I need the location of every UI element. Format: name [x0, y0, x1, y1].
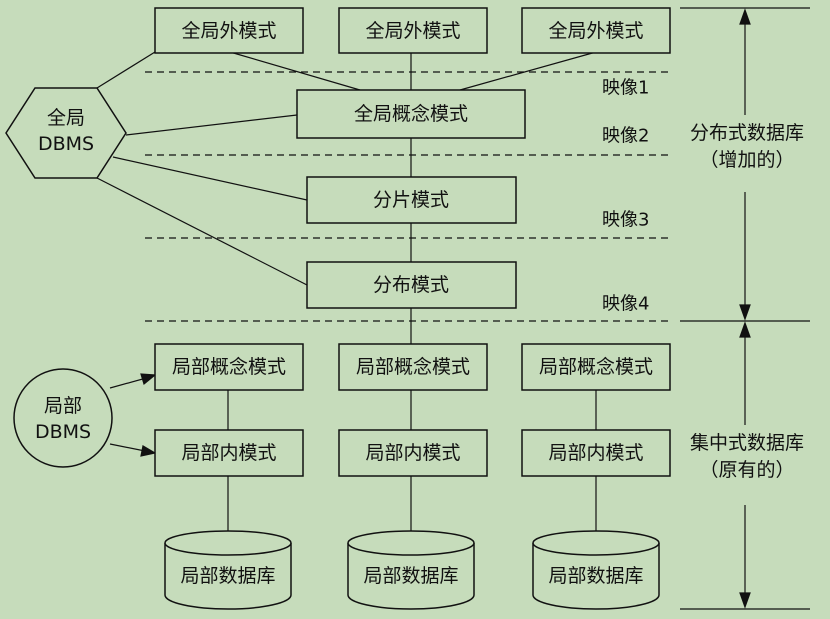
- local-internal-schema-box-2: [338, 429, 488, 477]
- local-dbms-circle: [13, 368, 113, 468]
- arrowhead-ldbms-conceptual: [140, 373, 157, 386]
- mapping-label-3: 映像3: [602, 210, 649, 231]
- distributed-db-label-line2: （增加的）: [699, 149, 794, 171]
- local-conceptual-schema-box-1: [154, 343, 304, 391]
- local-conceptual-schema-label-3: 局部概念模式: [539, 355, 653, 378]
- local-conceptual-schema-box-3: [521, 343, 671, 391]
- global-dbms-label-line2: DBMS: [38, 133, 94, 155]
- connector-gdbms-allocation: [96, 177, 308, 286]
- distributed-db-label-line1: 分布式数据库: [690, 122, 804, 144]
- connector-ext1-conceptual: [229, 51, 361, 91]
- local-internal-schema-box-1: [154, 429, 304, 477]
- centralized-db-label-line1: 集中式数据库: [690, 432, 804, 454]
- global-external-schema-label-2: 全局外模式: [365, 20, 460, 42]
- connector-gdbms-ext1: [96, 51, 156, 89]
- arrowhead-up-centralized: [739, 321, 751, 338]
- global-external-schema-label-1: 全局外模式: [181, 20, 276, 42]
- mapping-label-1: 映像1: [602, 78, 649, 99]
- local-database-label-1: 局部数据库: [180, 565, 275, 587]
- fragmentation-schema-label: 分片模式: [373, 189, 449, 211]
- local-database-label-3: 局部数据库: [548, 565, 643, 587]
- global-external-schema-box-3: [521, 7, 671, 54]
- mapping-label-2: 映像2: [602, 126, 649, 147]
- local-internal-schema-label-3: 局部内模式: [548, 442, 643, 464]
- centralized-db-label-line2: （原有的）: [699, 459, 794, 481]
- mapping-label-4: 映像4: [602, 294, 649, 315]
- global-external-schema-label-3: 全局外模式: [548, 20, 643, 42]
- allocation-schema-box: [306, 261, 517, 309]
- connector-gdbms-conceptual: [125, 114, 298, 136]
- database-cylinder-1: [164, 530, 292, 610]
- global-external-schema-box-2: [338, 7, 488, 54]
- arrowhead-down-centralized: [739, 592, 751, 609]
- local-dbms-label-line1: 局部: [44, 395, 82, 417]
- global-external-schema-box-1: [154, 7, 304, 54]
- local-internal-schema-label-1: 局部内模式: [181, 442, 276, 464]
- database-cylinder-3: [532, 530, 660, 610]
- local-internal-schema-label-2: 局部内模式: [365, 442, 460, 464]
- local-database-label-2: 局部数据库: [363, 565, 458, 587]
- local-conceptual-schema-label-1: 局部概念模式: [172, 355, 286, 378]
- fragmentation-schema-box: [306, 176, 517, 224]
- global-conceptual-schema-label: 全局概念模式: [354, 102, 468, 125]
- local-conceptual-schema-box-2: [338, 343, 488, 391]
- database-cylinder-2: [347, 530, 475, 610]
- connector-gdbms-fragment: [112, 156, 308, 201]
- arrowhead-ldbms-internal: [140, 445, 157, 457]
- connector-ext3-conceptual: [459, 51, 597, 91]
- global-conceptual-schema-box: [296, 89, 526, 139]
- arrowhead-up-distributed: [739, 8, 751, 25]
- global-dbms-label-line1: 全局: [47, 107, 85, 129]
- global-dbms-hexagon: [5, 87, 127, 179]
- local-conceptual-schema-label-2: 局部概念模式: [356, 355, 470, 378]
- local-dbms-label-line2: DBMS: [35, 421, 91, 443]
- arrowhead-down-distributed: [739, 304, 751, 321]
- allocation-schema-label: 分布模式: [373, 274, 449, 296]
- local-internal-schema-box-3: [521, 429, 671, 477]
